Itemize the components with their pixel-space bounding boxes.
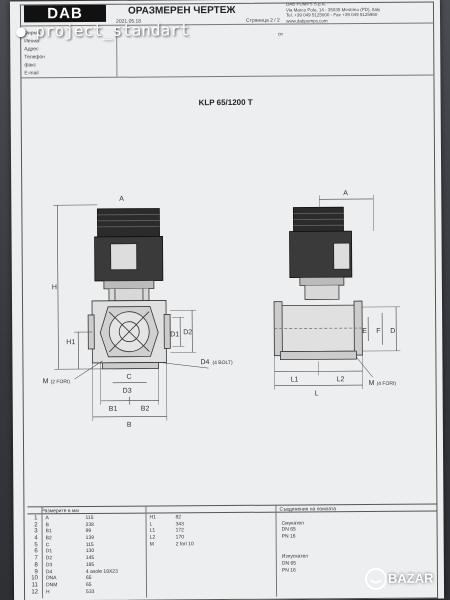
dim-label: A [343, 190, 348, 197]
dim-label: L [315, 390, 319, 397]
terminal-box [110, 243, 138, 271]
dim-label: B2 [141, 406, 150, 413]
dim-label: D3 [123, 388, 132, 395]
dim-label: (4 FORI) [377, 381, 397, 387]
dim-label: (4 BOLT) [212, 360, 233, 366]
column-header: Размерите в мм [41, 508, 79, 515]
dim-label: B1 [109, 406, 118, 413]
column-header: Съединения на помпата [279, 506, 337, 513]
spec-line: PN 16 [281, 567, 296, 574]
smile-icon [364, 567, 387, 590]
dim-label: H1 [66, 339, 75, 346]
dim-label: M [369, 380, 375, 387]
dim-label: L2 [337, 376, 345, 383]
dim-label: D1 [170, 331, 179, 338]
dim-label: A [119, 196, 124, 203]
table-cell: 12 [31, 588, 39, 595]
spec-line: Изпускател [281, 553, 309, 560]
motor-fan-cover [96, 208, 160, 238]
dimension-drawing: A H H1 D1 D2 C D3 B1 B2 B D4 (4 BOLT) M … [43, 190, 401, 429]
dim-label: L1 [291, 377, 299, 384]
dim-label: E [362, 328, 367, 335]
dim-label: C [127, 374, 132, 381]
bazar-label: BAZAR [387, 570, 434, 586]
dim-label: D [390, 328, 395, 335]
dim-label: H [52, 284, 57, 291]
table-cell: H [46, 588, 50, 595]
table-cell: 533 [86, 588, 95, 595]
watermark-text: ● project_standart [16, 20, 190, 41]
dim-label: B [127, 422, 132, 429]
drawing-sheet: DAB ОРАЗМЕРЕН ЧЕРТЕЖ DAB PUMPS S.p.A. Vi… [9, 0, 445, 600]
bazar-logo: BAZAR [364, 561, 434, 597]
dim-label: D2 [183, 329, 192, 336]
dim-label: D4 [200, 359, 209, 366]
dim-label: F [376, 328, 380, 335]
dim-label: M [43, 378, 49, 385]
dim-label: (2 FORI) [51, 379, 71, 385]
